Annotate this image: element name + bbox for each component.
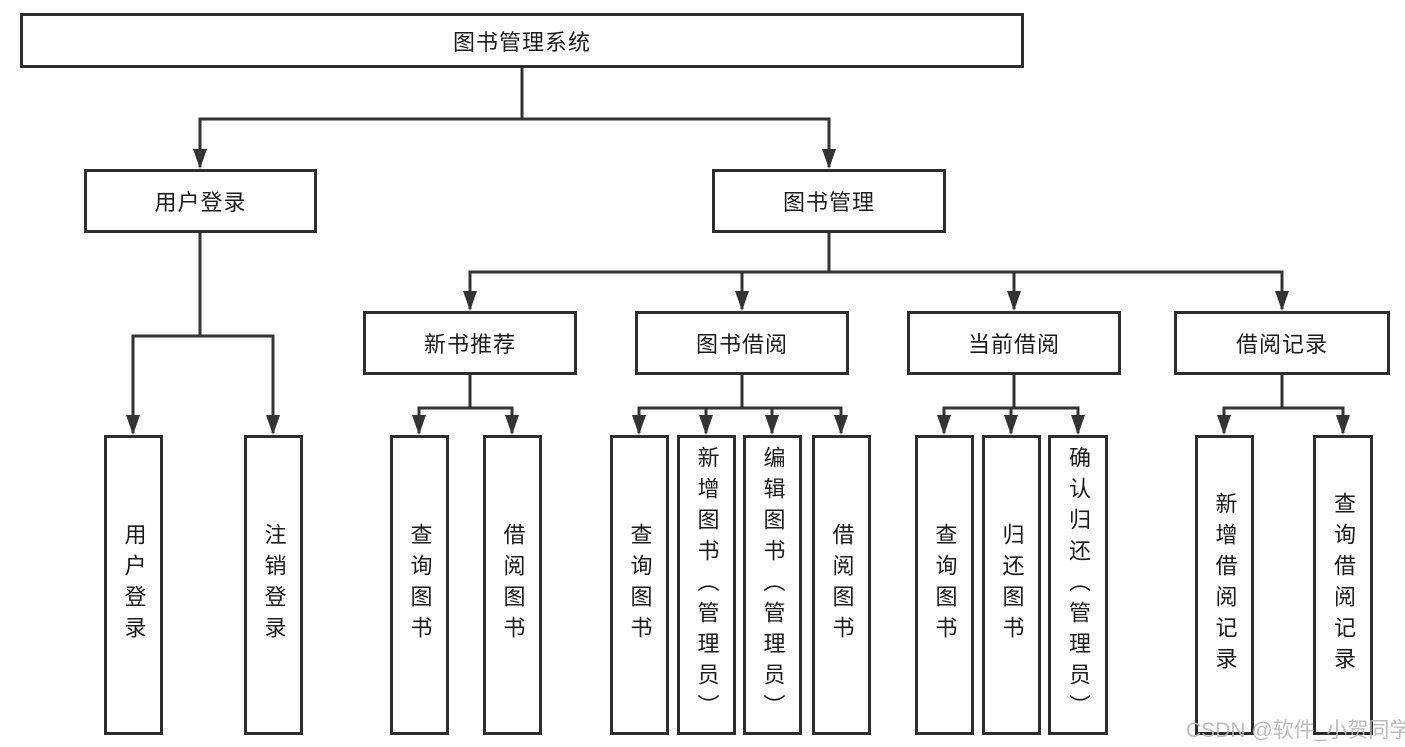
connector-line bbox=[198, 117, 831, 167]
arrow-down-icon bbox=[463, 291, 477, 311]
leaf-query-books-recommend: 查询图书 bbox=[390, 435, 449, 735]
arrow-down-icon bbox=[1217, 415, 1231, 435]
node-new-book-recommend: 新书推荐 bbox=[363, 311, 577, 375]
arrow-down-icon bbox=[735, 291, 749, 311]
leaf-edit-books-admin: 编辑图书（管理员） bbox=[743, 435, 802, 735]
arrow-down-icon bbox=[632, 415, 646, 435]
node-user-login: 用户登录 bbox=[84, 169, 317, 233]
node-book-management: 图书管理 bbox=[712, 169, 946, 233]
leaf-label: 新增图书（管理员） bbox=[694, 445, 720, 725]
arrow-down-icon bbox=[1071, 415, 1085, 435]
leaf-query-borrow-record: 查询借阅记录 bbox=[1313, 435, 1373, 735]
leaf-label: 注销登录 bbox=[261, 523, 287, 647]
leaf-return-books: 归还图书 bbox=[982, 435, 1041, 735]
arrow-down-icon bbox=[1336, 415, 1350, 435]
arrow-down-icon bbox=[412, 415, 426, 435]
leaf-borrow-books-borrow: 借阅图书 bbox=[812, 435, 871, 735]
leaf-label: 新增借阅记录 bbox=[1212, 492, 1238, 678]
leaf-label: 编辑图书（管理员） bbox=[760, 445, 786, 725]
leaf-add-borrow-record: 新增借阅记录 bbox=[1195, 435, 1254, 735]
connector-line bbox=[468, 270, 1284, 309]
leaf-query-books-borrow: 查询图书 bbox=[610, 435, 669, 735]
arrow-down-icon bbox=[822, 149, 836, 169]
arrow-down-icon bbox=[937, 415, 951, 435]
arrow-down-icon bbox=[1275, 291, 1289, 311]
arrow-down-icon bbox=[266, 415, 280, 435]
watermark-text: CSDN @软件_小贺同学 bbox=[1186, 719, 1405, 742]
node-book-borrow: 图书借阅 bbox=[635, 311, 849, 375]
arrow-down-icon bbox=[834, 415, 848, 435]
arrow-down-icon bbox=[505, 415, 519, 435]
connector-line bbox=[131, 334, 275, 433]
leaf-borrow-books-recommend: 借阅图书 bbox=[483, 435, 542, 735]
leaf-label: 查询图书 bbox=[627, 523, 653, 647]
leaf-label: 查询借阅记录 bbox=[1331, 492, 1356, 678]
leaf-label: 借阅图书 bbox=[500, 523, 526, 647]
node-root: 图书管理系统 bbox=[20, 13, 1024, 68]
arrow-down-icon bbox=[1004, 415, 1018, 435]
node-borrow-records: 借阅记录 bbox=[1174, 311, 1390, 375]
connector-line bbox=[417, 406, 514, 433]
node-current-borrow: 当前借阅 bbox=[907, 311, 1121, 375]
leaf-user-login: 用户登录 bbox=[104, 435, 163, 735]
leaf-confirm-return-admin: 确认归还（管理员） bbox=[1048, 435, 1108, 735]
arrow-down-icon bbox=[699, 415, 713, 435]
arrow-down-icon bbox=[126, 415, 140, 435]
arrow-down-icon bbox=[765, 415, 779, 435]
leaf-label: 归还图书 bbox=[999, 523, 1025, 647]
leaf-label: 用户登录 bbox=[121, 523, 147, 647]
leaf-label: 借阅图书 bbox=[829, 523, 855, 647]
leaf-label: 查询图书 bbox=[407, 523, 433, 647]
connector-line bbox=[637, 406, 843, 433]
leaf-query-books-current: 查询图书 bbox=[915, 435, 974, 735]
connector-line bbox=[1222, 406, 1345, 433]
leaf-add-books-admin: 新增图书（管理员） bbox=[677, 435, 736, 735]
leaf-label: 确认归还（管理员） bbox=[1066, 445, 1091, 725]
arrow-down-icon bbox=[193, 149, 207, 169]
leaf-logout: 注销登录 bbox=[244, 435, 303, 735]
arrow-down-icon bbox=[1007, 291, 1021, 311]
leaf-label: 查询图书 bbox=[932, 523, 958, 647]
